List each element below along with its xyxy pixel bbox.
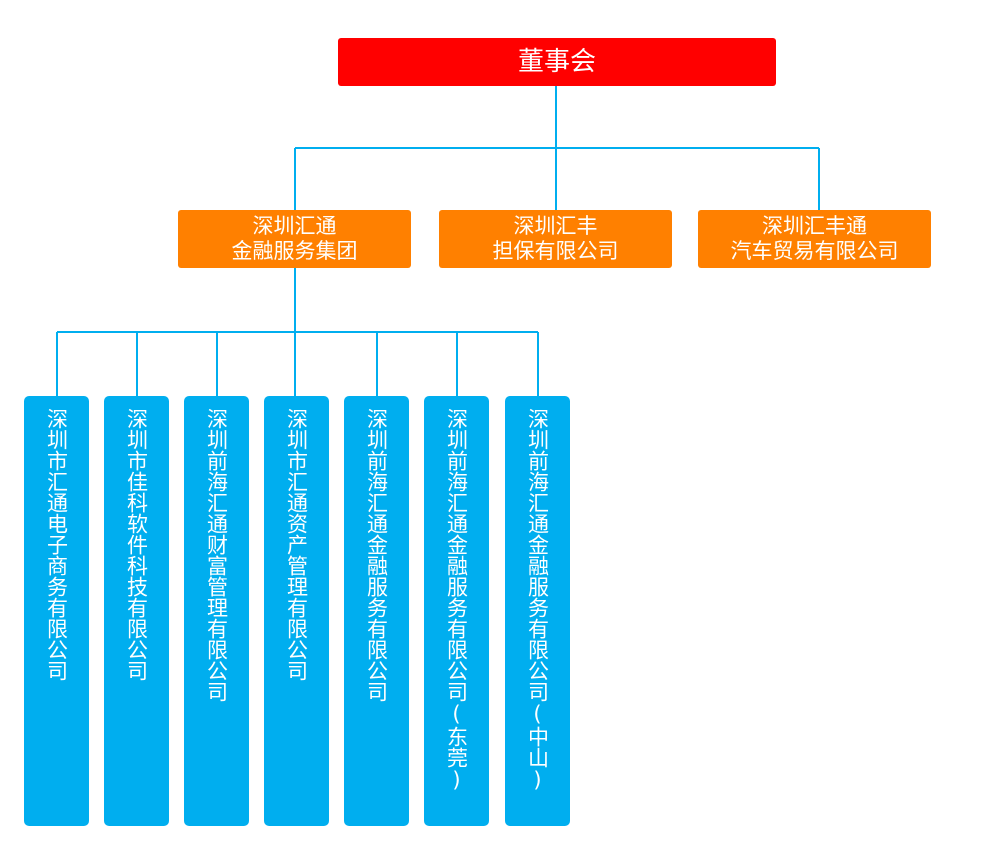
group-box-huitong-financial: 深圳汇通 金融服务集团 — [178, 210, 411, 268]
group-label-line1: 深圳汇丰 — [513, 214, 598, 238]
subsidiary-box-5: 深圳前海汇通金融服务有限公司 — [344, 396, 409, 826]
group-box-huifengtong-auto: 深圳汇丰通 汽车贸易有限公司 — [698, 210, 931, 268]
subsidiary-label: 深圳前海汇通金融服务有限公司(东莞) — [444, 408, 469, 792]
subsidiary-label: 深圳前海汇通财富管理有限公司 — [204, 408, 229, 702]
board-of-directors-box: 董事会 — [338, 38, 776, 86]
subsidiary-label: 深圳市汇通资产管理有限公司 — [284, 408, 309, 681]
group-label-line2: 担保有限公司 — [492, 239, 619, 263]
subsidiary-label: 深圳市佳科软件科技有限公司 — [124, 408, 149, 681]
group-label-line2: 金融服务集团 — [231, 239, 358, 263]
subsidiary-box-4: 深圳市汇通资产管理有限公司 — [264, 396, 329, 826]
subsidiary-box-7: 深圳前海汇通金融服务有限公司(中山) — [505, 396, 570, 826]
group-label-line1: 深圳汇丰通 — [762, 214, 867, 238]
subsidiary-box-3: 深圳前海汇通财富管理有限公司 — [184, 396, 249, 826]
group-label-line2: 汽车贸易有限公司 — [730, 239, 899, 263]
subsidiary-label: 深圳前海汇通金融服务有限公司(中山) — [525, 408, 550, 792]
group-box-huifeng-guarantee: 深圳汇丰 担保有限公司 — [439, 210, 672, 268]
subsidiary-box-2: 深圳市佳科软件科技有限公司 — [104, 396, 169, 826]
subsidiary-label: 深圳市汇通电子商务有限公司 — [44, 408, 69, 681]
group-label-line1: 深圳汇通 — [252, 214, 337, 238]
board-label: 董事会 — [517, 47, 596, 77]
subsidiary-box-1: 深圳市汇通电子商务有限公司 — [24, 396, 89, 826]
subsidiary-label: 深圳前海汇通金融服务有限公司 — [364, 408, 389, 702]
subsidiary-box-6: 深圳前海汇通金融服务有限公司(东莞) — [424, 396, 489, 826]
